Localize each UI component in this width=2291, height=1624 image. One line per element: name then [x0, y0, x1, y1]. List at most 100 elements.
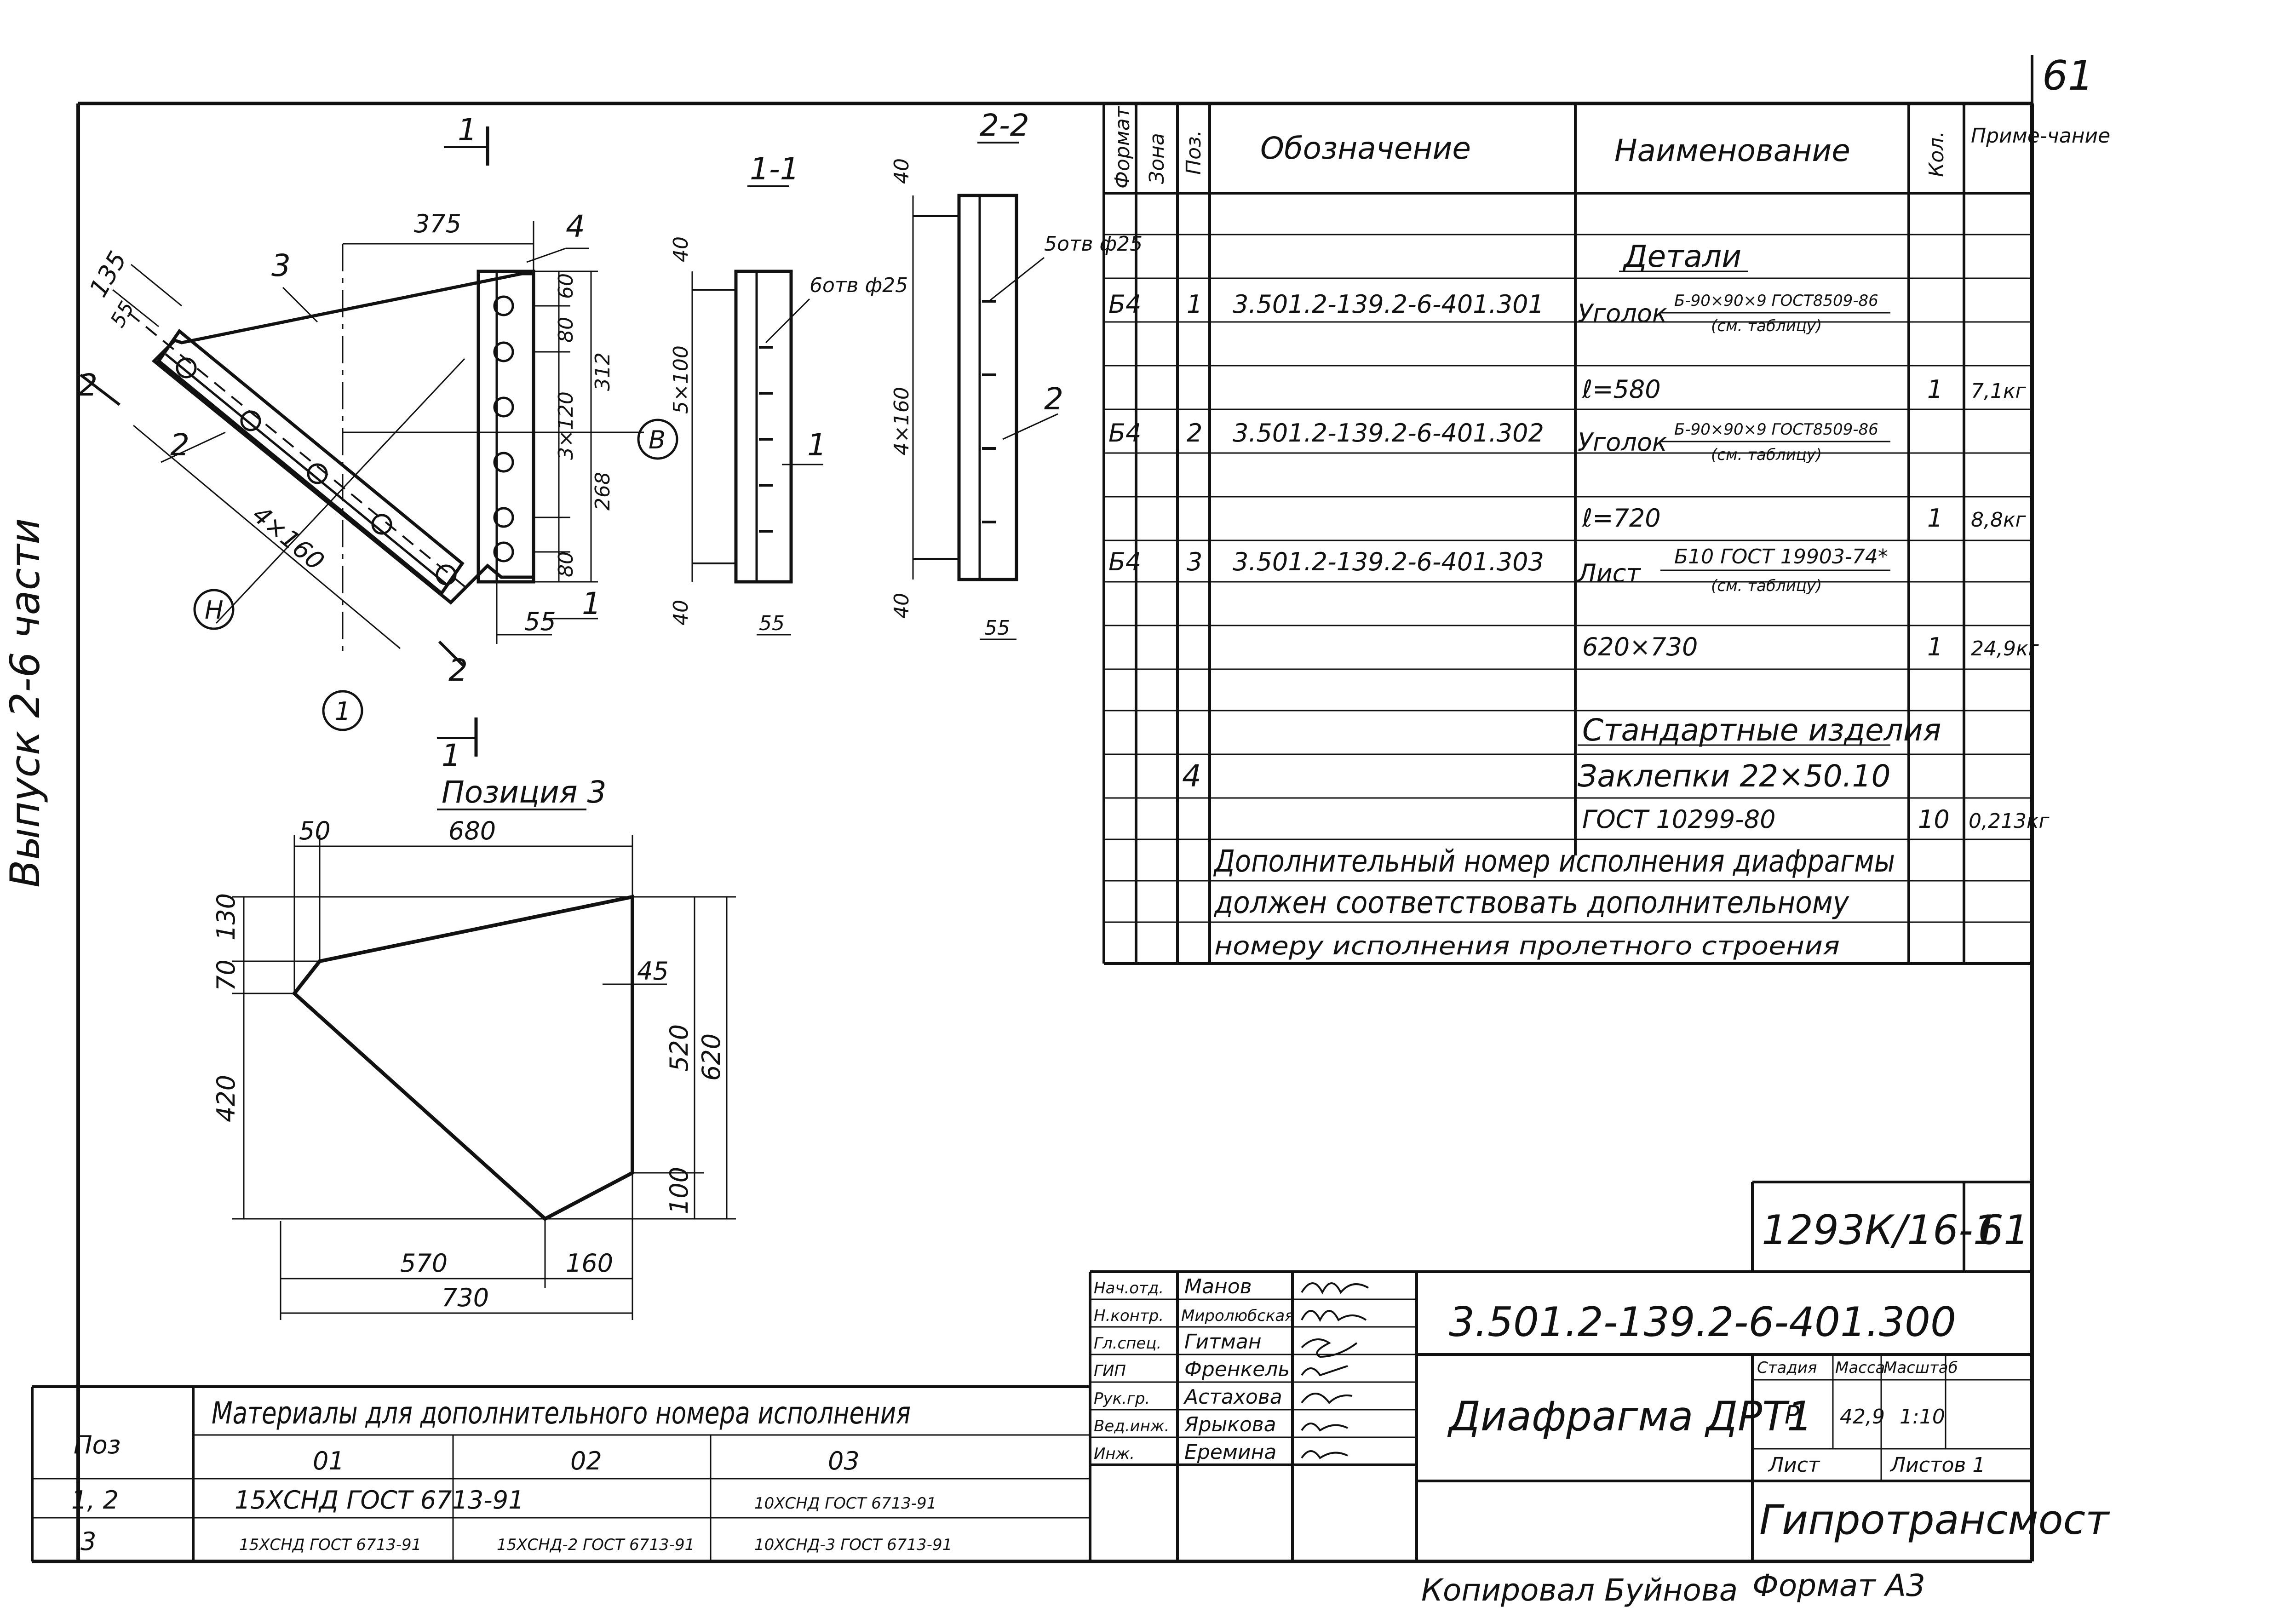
- remark-line-3: номеру исполнения пролетного строения: [1214, 931, 1840, 960]
- row1-note: 7,1кг: [1971, 379, 2027, 403]
- remark-line-2: должен соответствовать дополнительному: [1214, 885, 1849, 920]
- row2-name-prefix: Уголок: [1578, 428, 1667, 457]
- materials-row2-pos: 3: [80, 1527, 96, 1556]
- section-mark-2-bottom: 2: [448, 653, 468, 688]
- row1-format: Б4: [1108, 290, 1141, 319]
- position-3-title: Позиция 3: [442, 775, 607, 810]
- position-3-dim-70: 70: [212, 959, 241, 991]
- title-block: 1293К/16-1 61 3.501.2-139.2-6-401.300 Ди…: [1090, 1181, 2110, 1561]
- section-1-1-title: 1-1: [750, 151, 799, 187]
- row2-name-bottom: (см. таблицу): [1711, 446, 1822, 464]
- organization: Гипротрансмост: [1759, 1496, 2110, 1544]
- header-note: Приме-чание: [1971, 124, 2110, 148]
- row3-name-prefix: Лист: [1577, 559, 1641, 588]
- row2-format: Б4: [1108, 419, 1141, 448]
- section-2-2-dim-55: 55: [984, 616, 1010, 640]
- sig-name-1: Манов: [1184, 1275, 1252, 1298]
- materials-row2-c03: 10ХСНД-3 ГОСТ 6713-91: [754, 1536, 952, 1554]
- header-name: Наименование: [1614, 133, 1850, 168]
- scale-label: Масштаб: [1883, 1359, 1958, 1377]
- section-1-1-pos: 1: [807, 427, 827, 463]
- sig-role-4: ГИП: [1094, 1362, 1126, 1380]
- sig-role-5: Рук.гр.: [1094, 1389, 1150, 1408]
- row3-note: 24,9кг: [1971, 637, 2039, 660]
- section-2-2-title: 2-2: [980, 108, 1029, 143]
- row1-name-prefix: Уголок: [1578, 299, 1667, 328]
- position-3-dim-680: 680: [448, 816, 496, 845]
- section-1-1-holes: 6отв ф25: [810, 274, 908, 297]
- section-2-2: 2-2 40 4×160 40 55 5отв ф25 2: [890, 108, 1143, 640]
- dim-135: 135: [84, 247, 132, 302]
- sig-name-6: Ярыкова: [1184, 1413, 1276, 1436]
- sig-role-1: Нач.отд.: [1094, 1279, 1164, 1297]
- materials-col-03: 03: [828, 1446, 860, 1475]
- row2-note: 8,8кг: [1971, 508, 2027, 532]
- dim-60: 60: [554, 273, 578, 299]
- row3-pos: 3: [1187, 547, 1202, 576]
- position-3-dim-160: 160: [566, 1249, 613, 1278]
- header-zone: Зона: [1145, 133, 1169, 184]
- materials-header-pos: Поз: [74, 1430, 121, 1459]
- signature-marks: [1301, 1282, 1369, 1459]
- standard-qty: 10: [1918, 805, 1950, 834]
- position-3-view: 1 Позиция 3 50 680 130 70 420 45 520 620…: [212, 717, 736, 1320]
- sig-role-6: Вед.инж.: [1094, 1417, 1169, 1435]
- row3-name-top: Б10 ГОСТ 19903-74*: [1674, 545, 1888, 568]
- sig-name-7: Еремина: [1184, 1440, 1276, 1464]
- row2-name-top: Б-90×90×9 ГОСТ8509-86: [1674, 420, 1878, 439]
- stage-label: Стадия: [1757, 1359, 1817, 1377]
- header-pos: Поз.: [1182, 130, 1206, 175]
- header-qty: Кол.: [1925, 131, 1948, 177]
- row3-name-bottom: (см. таблицу): [1711, 577, 1822, 595]
- row2-pos: 2: [1187, 419, 1202, 448]
- materials-row2-c02: 15ХСНД-2 ГОСТ 6713-91: [497, 1536, 695, 1554]
- axis-b: В: [649, 425, 666, 454]
- format-label: Формат А3: [1752, 1568, 1925, 1603]
- materials-row1-c03: 10ХСНД ГОСТ 6713-91: [754, 1494, 936, 1513]
- page-number: 61: [2042, 52, 2094, 99]
- standard-note: 0,213кг: [1969, 809, 2050, 833]
- standard-name1: Заклепки 22×50.10: [1578, 758, 1891, 794]
- row2-designation: 3.501.2-139.2-6-401.302: [1233, 419, 1544, 448]
- dim-4x160: 4×160: [247, 500, 330, 576]
- row1-qty: 1: [1927, 375, 1943, 404]
- position-3-dim-50: 50: [299, 816, 331, 845]
- position-3-dim-520: 520: [665, 1024, 694, 1072]
- side-label: Выпуск 2-6 части: [1, 518, 49, 888]
- dim-80-bottom: 80: [554, 551, 578, 577]
- position-3-dim-100: 100: [665, 1167, 694, 1214]
- section-1-1: 1-1 40 5×100 40 55 6отв ф25 1: [669, 151, 908, 636]
- doc-code: 3.501.2-139.2-6-401.300: [1449, 1298, 1956, 1346]
- sig-name-4: Френкель: [1184, 1358, 1290, 1381]
- section-details: Детали: [1622, 239, 1741, 274]
- section-1-1-dim-40-top: 40: [669, 236, 693, 262]
- materials-row2-c01: 15ХСНД ГОСТ 6713-91: [239, 1536, 421, 1554]
- sig-name-5: Астахова: [1183, 1385, 1282, 1409]
- section-mark-1: 1: [458, 112, 477, 148]
- dim-312: 312: [591, 352, 614, 391]
- section-2-2-pos: 2: [1044, 381, 1063, 417]
- main-view: 375 60 80 312 3×120 268 80 55 135 55 4×1…: [78, 112, 678, 731]
- row1-pos: 1: [1187, 290, 1202, 319]
- archive-sheet: 61: [1978, 1206, 2029, 1254]
- section-1-1-dim-5x100: 5×100: [669, 345, 693, 414]
- materials-row1-pos: 1, 2: [71, 1486, 119, 1515]
- section-2-2-dim-4x160: 4×160: [890, 387, 913, 455]
- sheet-label: Лист: [1768, 1453, 1820, 1477]
- dim-80-top: 80: [554, 317, 578, 343]
- row3-format: Б4: [1108, 547, 1141, 576]
- standard-name2: ГОСТ 10299-80: [1582, 805, 1775, 834]
- dim-55-inclined: 55: [106, 298, 139, 332]
- dim-268: 268: [591, 472, 614, 511]
- header-designation: Обозначение: [1260, 131, 1471, 166]
- pos-2-label: 2: [170, 427, 189, 463]
- sheets-label: Листов 1: [1889, 1453, 1985, 1477]
- row1-name-bottom: (см. таблицу): [1711, 317, 1822, 335]
- row2-size: ℓ=720: [1582, 504, 1661, 533]
- remark-line-1: Дополнительный номер исполнения диафрагм…: [1213, 844, 1895, 879]
- pos-3-label: 3: [271, 248, 291, 283]
- pos-4-label: 4: [566, 209, 585, 244]
- mass-label: Масса: [1835, 1359, 1885, 1377]
- position-3-dim-620: 620: [697, 1033, 726, 1081]
